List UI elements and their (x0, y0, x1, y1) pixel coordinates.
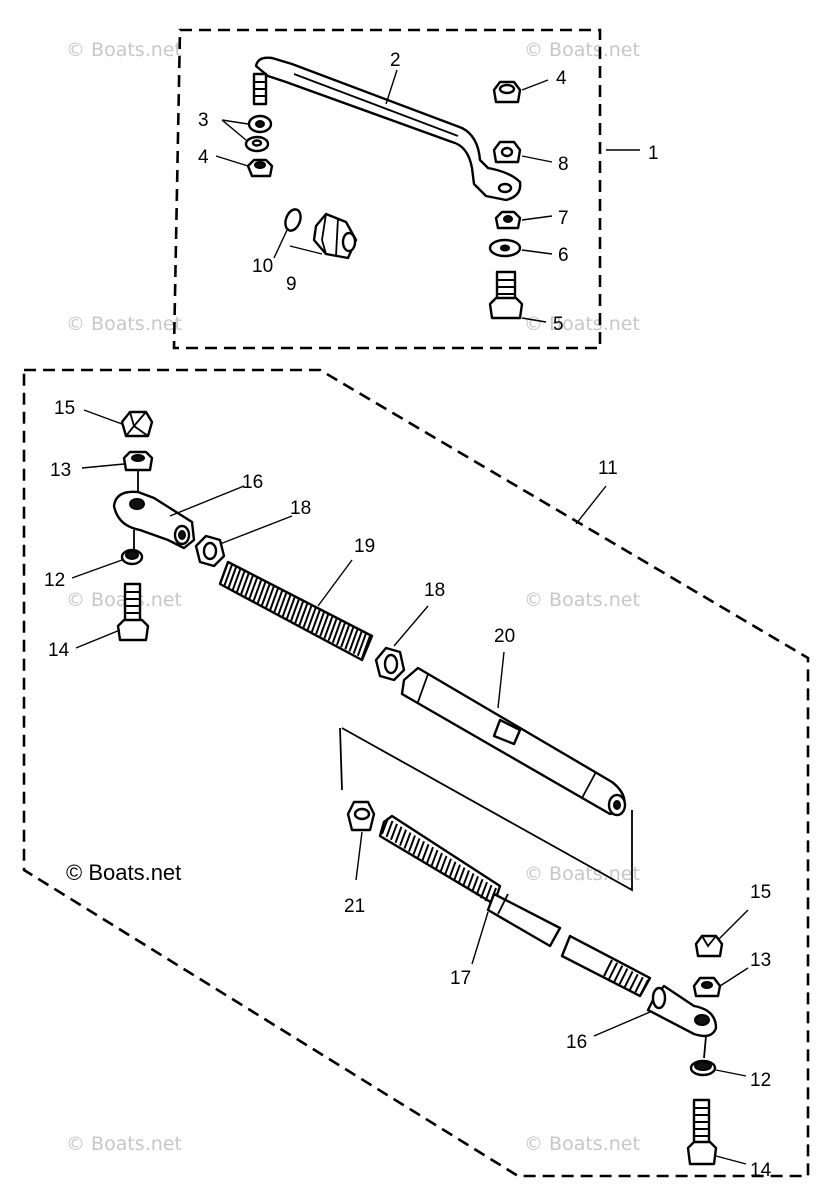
label-part-18: 18 (424, 580, 445, 601)
group-11-boundary (22, 368, 810, 1178)
label-part-8: 8 (558, 154, 569, 175)
assembly-bracket (339, 727, 633, 892)
part-18-nut-left (194, 534, 226, 568)
part-3-washers (244, 114, 273, 153)
part-12-washer-right (689, 1059, 717, 1077)
label-part-7: 7 (558, 208, 569, 229)
label-part-12: 12 (44, 570, 65, 591)
part-13-washer-left (122, 450, 154, 472)
label-part-5: 5 (553, 314, 564, 335)
part-18-nut-right (374, 646, 406, 682)
label-part-14: 14 (750, 1160, 772, 1181)
watermark: © Boats.net (524, 863, 640, 885)
label-part-13: 13 (750, 950, 771, 971)
part-4-nut-right (492, 80, 522, 104)
label-part-12: 12 (750, 1070, 771, 1091)
label-part-16: 16 (566, 1032, 587, 1053)
label-part-11: 11 (598, 458, 618, 479)
watermark: © Boats.net (524, 1133, 640, 1155)
part-19-thread-lines (219, 561, 371, 659)
part-9-bushing (312, 212, 358, 260)
label-part-13: 13 (50, 460, 71, 481)
part-12-washer-left (120, 548, 144, 566)
label-part-2: 2 (390, 50, 401, 71)
part-7-nut (494, 210, 522, 230)
part-15-nut-right (694, 934, 724, 958)
label-part-10: 10 (252, 256, 273, 277)
part-6-washer (488, 238, 522, 258)
part-15-nut-left (120, 410, 154, 438)
part-14-bolt-right (686, 1098, 718, 1166)
part-17-adjusting-rod (378, 814, 652, 998)
part-labels: 2 3 4 4 8 7 6 5 1 10 9 15 13 16 18 11 12… (44, 50, 772, 1181)
watermark: © Boats.net (524, 39, 640, 61)
group-1-boundary (172, 28, 602, 350)
watermark: © Boats.net (524, 589, 640, 611)
watermark: © Boats.net (66, 39, 182, 61)
label-part-16: 16 (242, 472, 263, 493)
leader-lines (71, 69, 749, 1165)
watermark: © Boats.net (66, 1133, 182, 1155)
label-part-21: 21 (344, 896, 365, 917)
watermarks: © Boats.net © Boats.net © Boats.net © Bo… (66, 39, 640, 1155)
watermark: © Boats.net (66, 313, 182, 335)
part-14-bolt-left (116, 582, 150, 642)
label-part-17: 17 (450, 968, 471, 989)
label-part-9: 9 (286, 274, 297, 295)
part-4-nut-left (246, 158, 274, 178)
label-part-15: 15 (750, 882, 771, 903)
part-16-rod-end-left (112, 490, 196, 550)
label-part-4: 4 (198, 147, 209, 168)
part-21-nut (346, 800, 376, 832)
part-2-steering-link (252, 56, 522, 202)
axis-line (703, 1035, 707, 1059)
watermark: © Boats.net (524, 313, 640, 335)
part-10-o-ring (284, 208, 302, 232)
part-16-rod-end-right (646, 984, 718, 1038)
part-8-nut (492, 140, 522, 164)
label-part-18: 18 (290, 498, 311, 519)
label-part-20: 20 (494, 626, 515, 647)
label-part-3: 3 (198, 110, 209, 131)
label-part-1: 1 (648, 143, 659, 164)
label-part-14: 14 (48, 640, 70, 661)
label-part-4: 4 (556, 68, 567, 89)
label-part-19: 19 (354, 536, 375, 557)
part-13-washer-right (692, 976, 722, 998)
part-17-thread-lines (381, 817, 497, 905)
part-17-thread-lines-end (603, 959, 649, 997)
part-5-bolt (488, 270, 524, 320)
label-part-6: 6 (558, 245, 569, 266)
watermark-dark: © Boats.net (66, 860, 181, 885)
part-20-sleeve (400, 666, 627, 817)
label-part-15: 15 (54, 398, 75, 419)
